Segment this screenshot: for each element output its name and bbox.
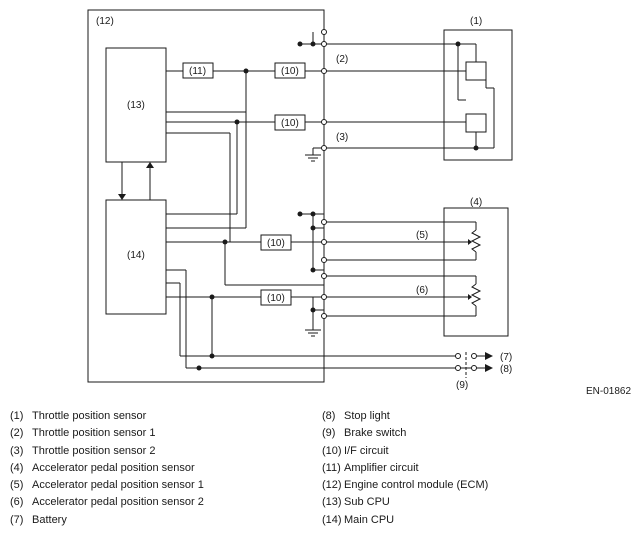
legend-number: (4): [10, 461, 24, 474]
legend-text: Sub CPU: [344, 496, 390, 509]
if-circuit-box-4: [260, 289, 292, 306]
legend-text: Throttle position sensor: [32, 410, 147, 422]
if-circuit-box-1: [274, 62, 306, 79]
figure-code: EN-01862: [586, 386, 632, 397]
legend-item: (11)Amplifier circuit: [322, 462, 488, 479]
legend-number: (12): [322, 479, 342, 492]
legend-number: (14): [322, 513, 342, 526]
legend-text: Engine control module (ECM): [344, 479, 489, 492]
legend-item: (2) Throttle position sensor 1: [10, 427, 204, 444]
if-circuit-box-3: [260, 234, 292, 251]
cpu-link-arrows: [118, 162, 154, 200]
main-cpu-block: [105, 199, 167, 315]
legend-text: Accelerator pedal position sensor: [32, 461, 195, 474]
legend-item: (14)Main CPU: [322, 514, 488, 531]
legend-item: (12)Engine control module (ECM): [322, 479, 488, 496]
legend-item: (7) Battery: [10, 514, 204, 531]
legend-text: Accelerator pedal position sensor 2: [32, 496, 204, 509]
legend-number: (8): [322, 410, 336, 422]
throttle-sensor-elements: [455, 41, 495, 151]
accelerator-sensor-frame: [443, 207, 509, 337]
legend-number: (10): [322, 444, 342, 457]
legend-item: (8) Stop light: [322, 410, 488, 427]
legend-item: (3) Throttle position sensor 2: [10, 445, 204, 462]
legend-number: (11): [322, 461, 341, 474]
legend-item: (4) Accelerator pedal position sensor: [10, 462, 204, 479]
tps2-label: (3): [336, 132, 348, 143]
legend-text: Battery: [32, 513, 67, 526]
main-cpu-label: (14): [127, 250, 145, 261]
legend-number: (6): [10, 496, 24, 509]
legend-item: (10)I/F circuit: [322, 445, 488, 462]
if-circuit-box-2: [274, 114, 306, 131]
if-label-3: (10): [267, 238, 285, 249]
circuit-diagram: (12) (13) (14): [87, 9, 513, 391]
legend-number: (7): [10, 513, 24, 526]
legend-text: Throttle position sensor 2: [32, 444, 156, 457]
if-label-4: (10): [267, 293, 285, 304]
legend-number: (9): [322, 427, 336, 440]
amp-label: (11): [189, 66, 206, 77]
legend-text: Brake switch: [344, 427, 407, 440]
legend-item: (9) Brake switch: [322, 427, 488, 444]
apps1-label: (5): [416, 230, 428, 241]
legend-text: I/F circuit: [344, 444, 389, 457]
legend-text: Stop light: [344, 410, 390, 422]
ecm-frame: [87, 9, 325, 383]
accelerator-harness: [297, 211, 476, 337]
legend-text: Amplifier circuit: [344, 461, 419, 474]
tps1-label: (2): [336, 54, 348, 65]
legend-text: Accelerator pedal position sensor 1: [32, 479, 204, 492]
legend-text: Main CPU: [344, 513, 395, 526]
if-label-2: (10): [281, 118, 299, 129]
sub-cpu-block: [105, 47, 167, 163]
brake-switch-label: (9): [456, 380, 468, 391]
main-cpu-wiring: [166, 213, 483, 371]
legend-item: (6) Accelerator pedal position sensor 2: [10, 496, 204, 513]
legend-number: (1): [10, 410, 24, 422]
legend-right: (8)Stop light(9)Brake switch(10)I/F circ…: [322, 410, 488, 531]
legend-number: (2): [10, 427, 24, 440]
legend-number: (3): [10, 444, 24, 457]
brake-switch: [455, 352, 493, 378]
if-label-1: (10): [281, 66, 299, 77]
sub-cpu-label: (13): [127, 100, 145, 111]
throttle-harness: [297, 29, 476, 162]
legend-left: (1) Throttle position sensor (2) Throttle p…: [10, 410, 204, 531]
accelerator-potentiometers: [468, 222, 482, 316]
legend-number: (5): [10, 479, 24, 492]
apps-label: (4): [470, 197, 482, 208]
legend-item: (1) Throttle position sensor: [10, 410, 204, 427]
ecm-label: (12): [96, 16, 114, 27]
legend-item: (5) Accelerator pedal position sensor 1: [10, 479, 204, 496]
throttle-sensor-frame: [443, 29, 513, 161]
tps-label: (1): [470, 16, 482, 27]
amplifier-circuit-box: [182, 62, 214, 79]
battery-label: (7): [500, 352, 512, 363]
apps2-label: (6): [416, 285, 428, 296]
legend-number: (13): [322, 496, 342, 509]
sub-cpu-wiring: [166, 68, 324, 242]
legend-item: (13)Sub CPU: [322, 496, 488, 513]
legend-text: Throttle position sensor 1: [32, 427, 156, 440]
stop-light-label: (8): [500, 364, 512, 375]
